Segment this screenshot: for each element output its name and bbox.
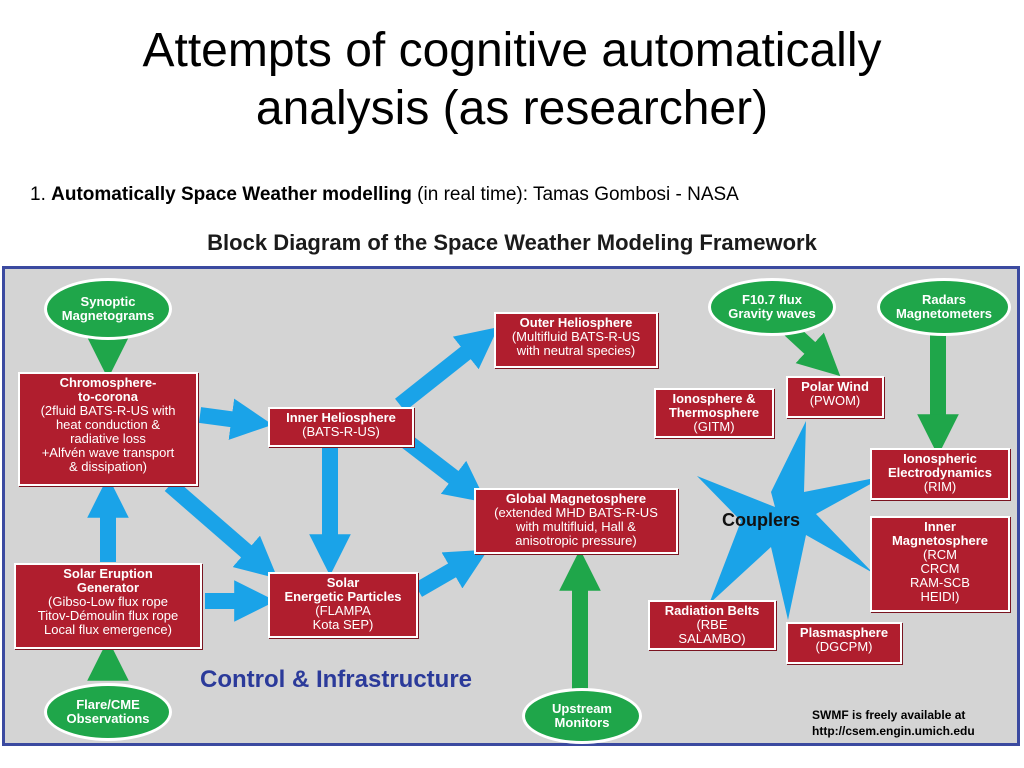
box-solar-energetic-particles: Solar Energetic Particles (FLAMPA Kota S… bbox=[268, 572, 418, 638]
arrow-sep-to-global bbox=[414, 549, 489, 597]
box-global-magnetosphere: Global Magnetosphere (extended MHD BATS-… bbox=[474, 488, 678, 554]
box-chromosphere: Chromosphere- to-corona (2fluid BATS-R-U… bbox=[18, 372, 198, 486]
box-radiation-belts: Radiation Belts (RBE SALAMBO) bbox=[648, 600, 776, 650]
arrow-inner-to-global bbox=[400, 433, 487, 503]
box-ionospheric-electrodynamics: Ionospheric Electrodynamics (RIM) bbox=[870, 448, 1010, 500]
ellipse-synoptic-magnetograms: Synoptic Magnetograms bbox=[44, 278, 172, 340]
diagram-heading: Block Diagram of the Space Weather Model… bbox=[207, 230, 817, 255]
box-inner-heliosphere: Inner Heliosphere (BATS-R-US) bbox=[268, 407, 414, 447]
arrow-inner-to-outer bbox=[395, 327, 499, 412]
box-outer-heliosphere: Outer Heliosphere (Multifluid BATS-R-US … bbox=[494, 312, 658, 368]
arrow-chromo-to-sep bbox=[164, 478, 278, 579]
box-solar-eruption: Solar Eruption Generator (Gibso-Low flux… bbox=[14, 563, 202, 649]
box-ionosphere-thermosphere: Ionosphere & Thermosphere (GITM) bbox=[654, 388, 774, 438]
title-line-1: Attempts of cognitive automatically bbox=[142, 24, 882, 77]
ellipse-upstream-monitors: Upstream Monitors bbox=[522, 688, 642, 744]
slide-title: Attempts of cognitive automatically anal… bbox=[0, 22, 1024, 138]
couplers-star bbox=[697, 421, 885, 620]
ellipse-f107-flux: F10.7 flux Gravity waves bbox=[708, 278, 836, 336]
control-infrastructure-label: Control & Infrastructure bbox=[200, 666, 473, 693]
subtitle: 1. Automatically Space Weather modelling… bbox=[30, 184, 739, 206]
subtitle-rest: (in real time): Tamas Gombosi - NASA bbox=[417, 184, 739, 205]
ellipse-radars-magnetometers: Radars Magnetometers bbox=[877, 278, 1011, 336]
box-plasmasphere: Plasmasphere (DGCPM) bbox=[786, 622, 902, 664]
arrow-chromo-to-inner-helio bbox=[198, 398, 273, 440]
box-inner-magnetosphere: Inner Magnetosphere (RCM CRCM RAM-SCB HE… bbox=[870, 516, 1010, 612]
ellipse-flare-cme: Flare/CME Observations bbox=[44, 683, 172, 741]
subtitle-number: 1. bbox=[30, 184, 46, 205]
box-polar-wind: Polar Wind (PWOM) bbox=[786, 376, 884, 418]
footnote: SWMF is freely available at http://csem.… bbox=[812, 708, 975, 738]
subtitle-bold: Automatically Space Weather modelling bbox=[51, 184, 412, 205]
title-line-2: analysis (as researcher) bbox=[255, 82, 769, 135]
couplers-label: Couplers bbox=[722, 510, 801, 530]
